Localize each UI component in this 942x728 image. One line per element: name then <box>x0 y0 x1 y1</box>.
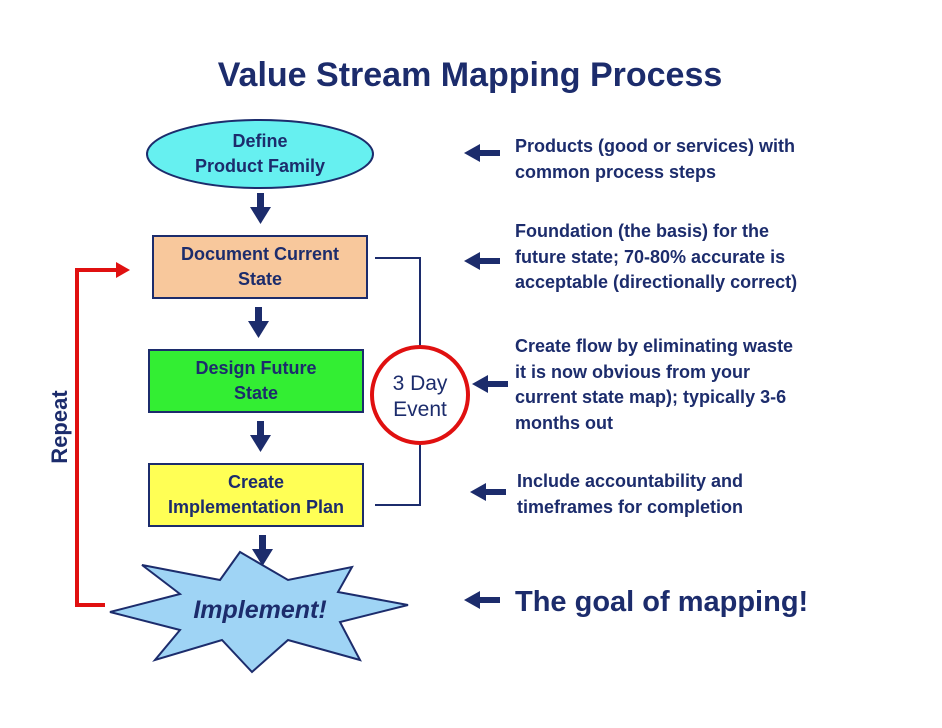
left-arrow-2 <box>464 252 500 270</box>
repeat-loop-line <box>75 268 118 607</box>
description-3: Create flow by eliminating waste it is n… <box>515 336 794 433</box>
implement-label: Implement! <box>193 596 327 624</box>
design-future-state-shape <box>148 349 364 413</box>
left-arrow-3 <box>472 375 508 393</box>
left-arrow-4 <box>470 483 506 501</box>
document-current-state-label: Document Current State <box>180 244 339 289</box>
design-future-state-label: Design Future State <box>195 358 317 403</box>
description-4: Include accountability and timeframes fo… <box>517 471 744 517</box>
event-circle <box>370 345 470 445</box>
create-implementation-plan-label: Create Implementation Plan <box>167 472 345 517</box>
document-current-state-shape <box>152 235 368 299</box>
event-label: 3 Day Event <box>392 372 448 421</box>
define-product-family-shape <box>146 119 374 189</box>
repeat-label: Repeat <box>47 390 72 464</box>
goal-statement: The goal of mapping! <box>515 586 809 618</box>
implement-burst-shape <box>109 550 409 674</box>
define-product-family-label: Define Product Family <box>194 131 326 176</box>
repeat-loop-arrowhead <box>116 262 130 278</box>
down-arrow-4 <box>252 535 273 566</box>
description-1: Products (good or services) with common … <box>515 136 796 182</box>
down-arrow-3 <box>250 421 271 452</box>
diagram-title: Value Stream Mapping Process <box>217 56 723 94</box>
description-2: Foundation (the basis) for the future st… <box>515 221 798 292</box>
down-arrow-1 <box>250 193 271 224</box>
left-arrow-1 <box>464 144 500 162</box>
left-arrow-5 <box>464 591 500 609</box>
down-arrow-2 <box>248 307 269 338</box>
create-implementation-plan-shape <box>148 463 364 527</box>
